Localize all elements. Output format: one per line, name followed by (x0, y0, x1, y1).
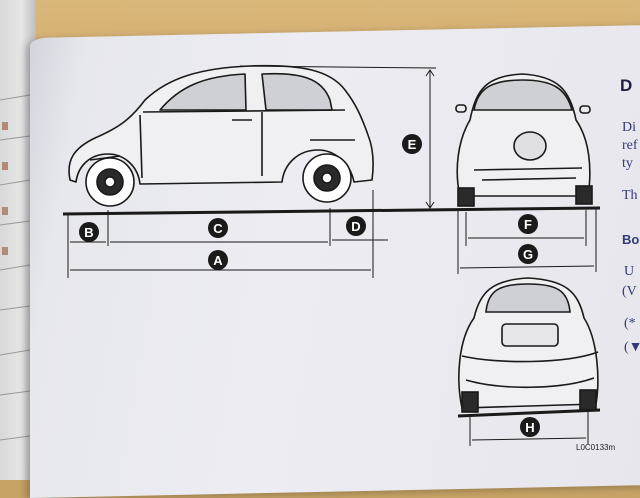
dimension-line-h (469, 410, 589, 446)
car-rear-view (458, 277, 599, 413)
figure-code: L0C0133m (576, 443, 615, 452)
body-line-7: (* (624, 316, 636, 331)
label-a: A (208, 250, 228, 270)
body-line-6: (V (622, 284, 637, 299)
dimension-lines-front (457, 208, 597, 274)
label-h: H (520, 417, 540, 437)
label-d: D (346, 216, 366, 236)
label-h-text: H (525, 420, 534, 435)
body-line-8: (▼ (624, 340, 640, 355)
label-b: B (79, 222, 99, 242)
body-line-5: U (624, 264, 635, 279)
label-e: E (402, 134, 422, 154)
label-d-text: D (351, 219, 360, 234)
car-front-view (455, 73, 593, 207)
body-line-4: Th (622, 188, 638, 203)
label-f-text: F (524, 217, 532, 232)
body-line-1: Di (622, 120, 636, 135)
left-page-lines (0, 94, 31, 441)
label-c: C (208, 218, 228, 238)
label-a-text: A (213, 253, 223, 268)
car-side-view (68, 64, 374, 207)
rear-ground-line (457, 408, 601, 418)
ground-line (62, 206, 601, 216)
label-e-text: E (408, 137, 417, 152)
label-f: F (518, 214, 538, 234)
subheading: Bo (622, 232, 640, 247)
body-line-3: ty (622, 156, 633, 171)
label-g: G (518, 244, 538, 264)
label-b-text: B (84, 225, 93, 240)
label-c-text: C (213, 221, 223, 236)
body-line-2: ref (622, 138, 638, 153)
section-title: D (620, 76, 633, 95)
label-g-text: G (523, 247, 533, 262)
dimension-lines-side (67, 190, 388, 278)
dimensions-diagram: A B C D E F G H L0C0133m (62, 64, 615, 452)
dimension-e (239, 65, 437, 209)
